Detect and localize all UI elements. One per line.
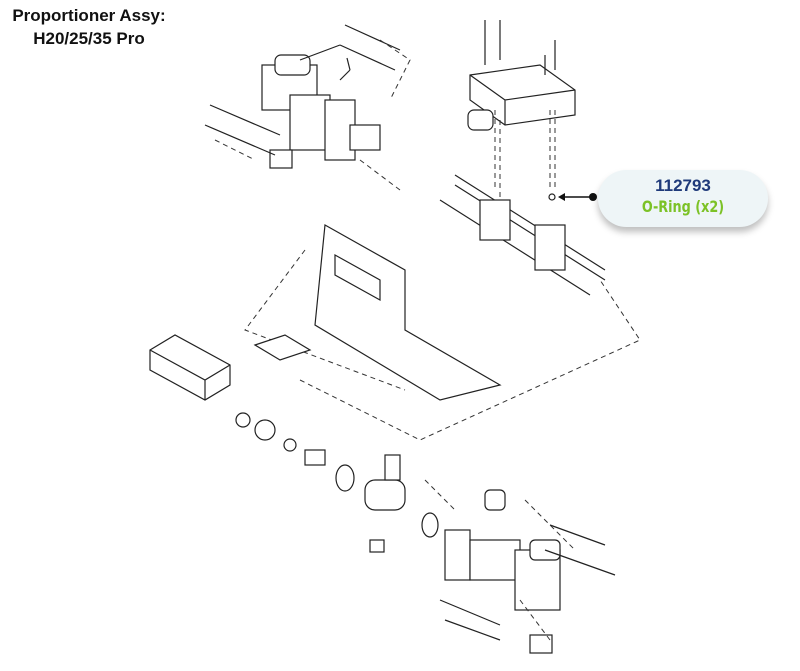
title-line-2: H20/25/35 Pro xyxy=(33,29,145,48)
diagram-title: Proportioner Assy: H20/25/35 Pro xyxy=(6,4,172,50)
cover-box xyxy=(149,334,312,401)
callout-arrow xyxy=(558,193,597,201)
manifold-block xyxy=(467,20,576,200)
bottom-pump-assembly xyxy=(235,412,616,654)
o-ring-part xyxy=(548,193,556,201)
mounting-plate xyxy=(244,224,641,441)
title-line-1: Proportioner Assy: xyxy=(12,6,166,25)
part-callout: 112793 O-Ring (x2) xyxy=(598,170,768,227)
tie-rods xyxy=(439,174,606,296)
callout-part-number: 112793 xyxy=(655,176,711,195)
callout-description: O-Ring (x2) xyxy=(641,197,725,216)
top-pump-assembly xyxy=(261,44,381,169)
bolts xyxy=(204,24,411,191)
